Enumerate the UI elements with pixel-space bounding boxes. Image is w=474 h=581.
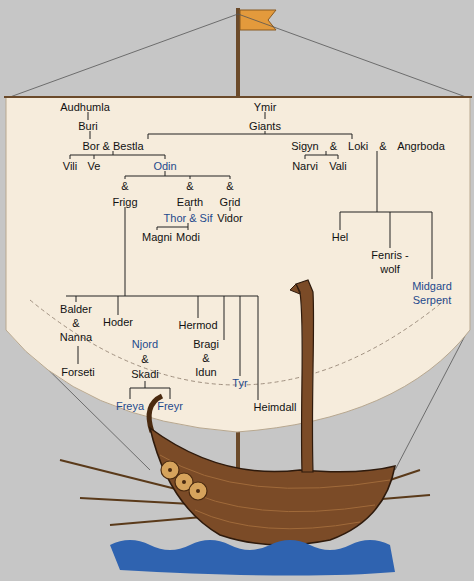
name-label: Frigg <box>112 195 137 209</box>
sail-seam <box>30 300 445 385</box>
name-label: Hermod <box>178 318 217 332</box>
hull <box>150 428 395 545</box>
name-label: Giants <box>249 119 281 133</box>
name-label: Grid <box>220 195 241 209</box>
name-label: Hel <box>332 230 349 244</box>
name-label: Hoder <box>103 315 133 329</box>
name-label: Freya <box>116 399 144 413</box>
name-label: Audhumla <box>60 100 110 114</box>
name-label: Ve <box>88 159 101 173</box>
name-label: Modi <box>176 230 200 244</box>
name-label: Skadi <box>131 367 159 381</box>
name-label: Buri <box>78 119 98 133</box>
name-label: & <box>186 179 193 193</box>
planking <box>160 455 390 529</box>
shields <box>161 461 207 500</box>
name-label: Vidor <box>217 211 242 225</box>
dragon-head <box>290 284 300 294</box>
water <box>110 540 395 576</box>
name-label: & <box>121 179 128 193</box>
sail <box>6 97 470 432</box>
tree-lines <box>66 112 432 400</box>
name-label: Odin <box>153 159 176 173</box>
flag <box>240 10 276 30</box>
name-label: Heimdall <box>254 400 297 414</box>
name-label: Ymir <box>254 100 277 114</box>
name-label: Narvi <box>292 159 318 173</box>
name-label: Midgard Serpent <box>407 279 457 307</box>
name-label: Vili <box>63 159 77 173</box>
prow <box>296 280 314 472</box>
name-label: Magni <box>142 230 172 244</box>
name-label: Balder & Nanna <box>56 302 96 344</box>
name-label: Bor & Bestla <box>82 139 143 153</box>
name-label: & <box>141 352 148 366</box>
name-label: Thor & Sif <box>164 211 213 225</box>
name-label: Sigyn & Loki & Angrboda <box>291 139 445 153</box>
yard <box>4 96 472 98</box>
name-label: Fenris -wolf <box>370 248 410 276</box>
name-label: Freyr <box>157 399 183 413</box>
name-label: Bragi & Idun <box>191 337 221 379</box>
name-label: & <box>226 179 233 193</box>
name-label: Forseti <box>61 365 95 379</box>
name-label: Tyr <box>232 376 247 390</box>
name-label: Njord <box>132 337 158 351</box>
name-label: Vali <box>329 159 347 173</box>
name-label: Earth <box>177 195 203 209</box>
